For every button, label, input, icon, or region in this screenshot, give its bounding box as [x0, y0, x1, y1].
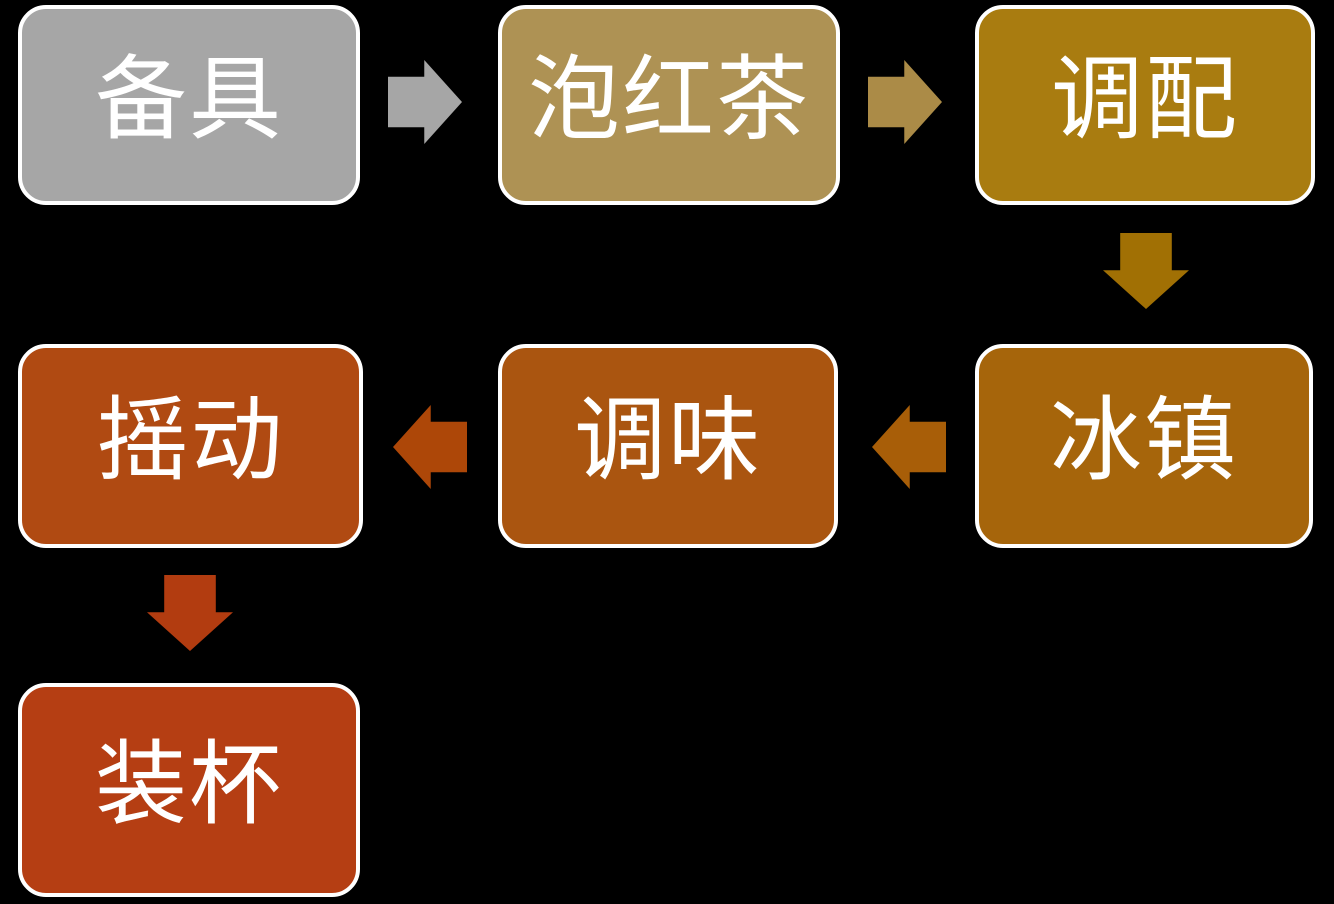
process-step-blend: 调配: [975, 5, 1315, 205]
process-step-label: 冰镇: [1049, 390, 1238, 492]
process-step-shake: 摇动: [18, 344, 363, 548]
flow-arrow-left-2: [393, 405, 467, 489]
process-step-prepare-utensils: 备具: [18, 5, 360, 205]
process-step-pour-into-cup: 装杯: [18, 683, 360, 897]
flow-arrow-down-2: [147, 575, 233, 651]
process-step-label: 摇动: [96, 390, 285, 492]
flow-arrow-right-1: [388, 60, 462, 144]
flow-arrow-left-1: [872, 405, 946, 489]
process-step-ice-chill: 冰镇: [975, 344, 1313, 548]
process-step-label: 备具: [94, 49, 283, 151]
process-step-brew-black-tea: 泡红茶: [498, 5, 840, 205]
process-step-season: 调味: [498, 344, 838, 548]
process-step-label: 泡红茶: [527, 49, 810, 151]
process-step-label: 调味: [573, 390, 762, 492]
process-step-label: 装杯: [94, 734, 283, 836]
process-step-label: 调配: [1050, 49, 1239, 151]
flow-arrow-down-1: [1103, 233, 1189, 309]
flow-arrow-right-2: [868, 60, 942, 144]
